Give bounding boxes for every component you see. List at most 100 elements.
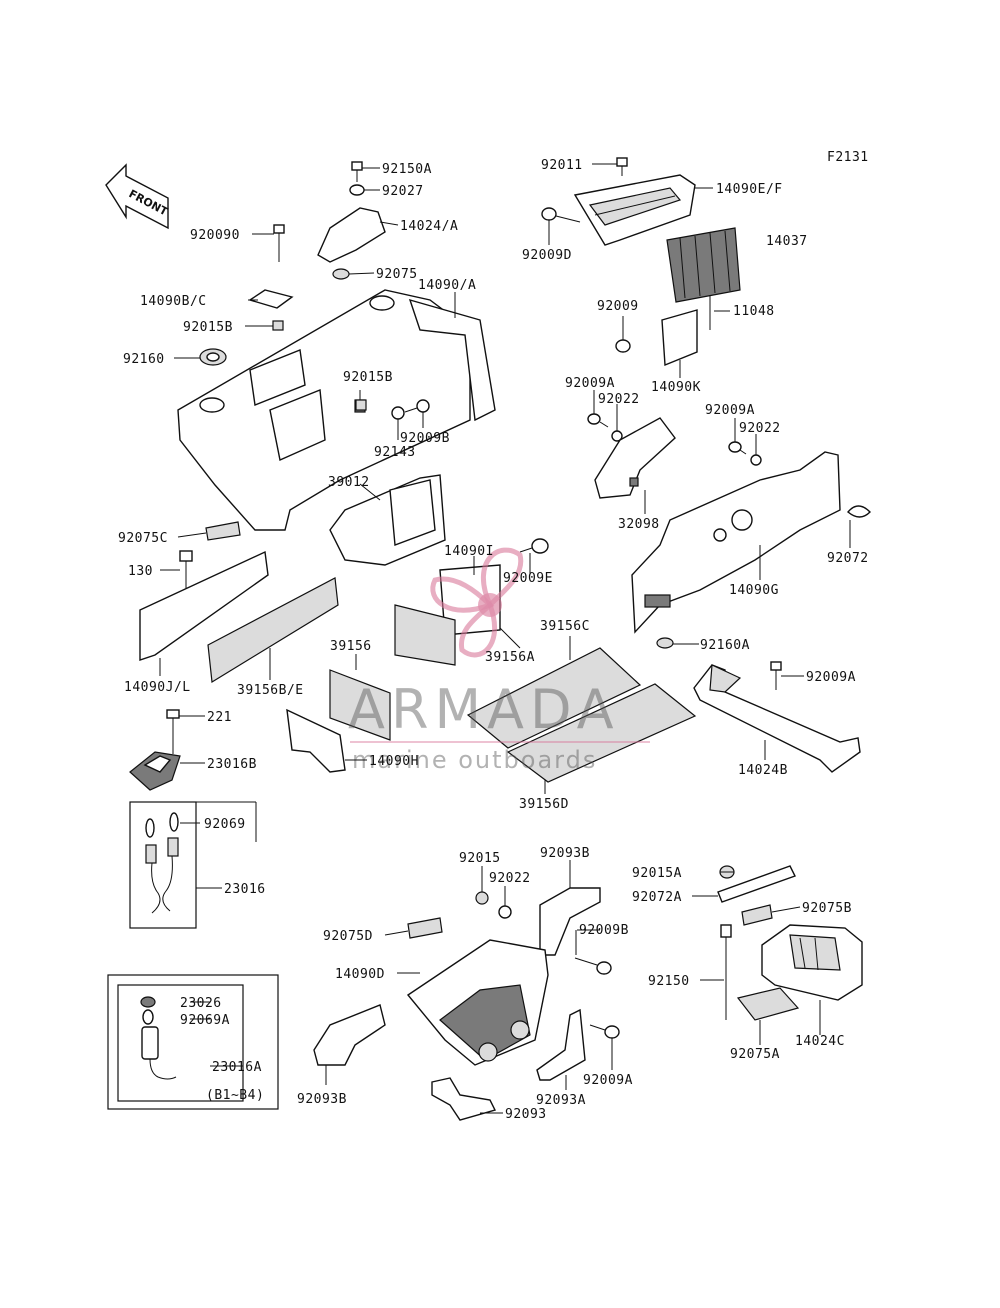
pad-92075B (741, 904, 773, 926)
callout-92009A-1: 92009A (565, 376, 615, 391)
bolt-92009D (541, 207, 581, 223)
callout-92075B: 92075B (802, 901, 852, 916)
callout-92069A: 92069A (180, 1013, 230, 1028)
leader-lines (159, 163, 851, 1114)
callout-14090I: 14090I (444, 544, 494, 559)
callout-14090A: 14090/A (418, 278, 476, 293)
callout-39156BE: 39156B/E (237, 683, 304, 698)
callout-92160: 92160 (123, 352, 165, 367)
watermark: ARMADA marine outboards (348, 547, 650, 774)
callout-920090: 920090 (190, 228, 240, 243)
callout-39156C: 39156C (540, 619, 590, 634)
callout-92075D: 92075D (323, 929, 373, 944)
bolt-92009E (519, 538, 549, 554)
callout-11048: 11048 (733, 304, 775, 319)
callout-92150: 92150 (648, 974, 690, 989)
bolt-92150A (351, 161, 363, 182)
nut-92015B-lower (355, 399, 367, 411)
bracket-32098 (594, 417, 676, 499)
panel-14090H (286, 708, 346, 773)
pad-39156D (506, 683, 697, 783)
plate-14090K (661, 309, 698, 367)
duct-39012 (329, 474, 446, 566)
bolt-130 (179, 550, 193, 590)
box-23016A (107, 974, 279, 1110)
callout-23016: 23016 (224, 882, 266, 897)
callout-92022-2: 92022 (739, 421, 781, 436)
bracket-14024A (317, 207, 386, 263)
callout-92093: 92093 (505, 1107, 547, 1122)
bolt-92009-k (615, 339, 631, 353)
bracket-14024B (693, 664, 861, 773)
watermark-brand: ARMADA (348, 678, 620, 741)
callout-23016B: 23016B (207, 757, 257, 772)
callout-23026: 23026 (180, 996, 222, 1011)
pad-92075C (205, 521, 241, 541)
callout-92075C: 92075C (118, 531, 168, 546)
callout-92009A-2: 92009A (705, 403, 755, 418)
grommet-92160A (656, 637, 674, 649)
panel-14090G (631, 451, 841, 634)
bracket-92093A (536, 1008, 586, 1081)
callout-labels: 92150A 92027 14024/A 92075 14090/A 92009… (118, 158, 869, 1122)
bolt-92009B-lower (574, 957, 612, 975)
bolt-92009A-b (728, 441, 747, 455)
bolt-92009B-upper (404, 399, 430, 413)
callout-14090JL: 14090J/L (124, 680, 191, 695)
callout-39156D: 39156D (519, 797, 569, 812)
callout-92150A: 92150A (382, 162, 432, 177)
callout-92072: 92072 (827, 551, 869, 566)
callout-92075A: 92075A (730, 1047, 780, 1062)
callout-14037: 14037 (766, 234, 808, 249)
callout-14090EF: 14090E/F (716, 182, 783, 197)
callout-14024A: 14024/A (400, 219, 458, 234)
washer-92027 (349, 184, 365, 196)
callout-92009D: 92009D (522, 248, 572, 263)
callout-92143: 92143 (374, 445, 416, 460)
bolt-92011 (616, 157, 628, 176)
callout-92015B-upper: 92015B (183, 320, 233, 335)
regulator-14024C (761, 924, 863, 1001)
callout-92015A: 92015A (632, 866, 682, 881)
callout-92069: 92069 (204, 817, 246, 832)
clamp-92072 (847, 505, 871, 518)
pad-39156A (394, 604, 456, 666)
callout-32098: 32098 (618, 517, 660, 532)
callout-39156A: 39156A (485, 650, 535, 665)
bolt-920090 (273, 224, 285, 262)
callout-B1-B4: (B1~B4) (206, 1088, 264, 1103)
tray-14090D (406, 939, 549, 1066)
callout-92009: 92009 (597, 299, 639, 314)
front-direction-arrow: FRONT (105, 163, 170, 230)
screw-221 (166, 709, 180, 734)
callout-92093A: 92093A (536, 1093, 586, 1108)
bolt-92150 (720, 924, 732, 1020)
callout-92022-3: 92022 (489, 871, 531, 886)
callout-92009A-4: 92009A (583, 1073, 633, 1088)
pad-92075A (736, 987, 800, 1021)
filter-14037 (666, 227, 741, 303)
callout-92093B-upper: 92093B (540, 846, 590, 861)
switch-23016B (129, 751, 181, 791)
nut-92075 (332, 268, 350, 280)
pad-92075D (407, 917, 443, 939)
callout-14090K: 14090K (651, 380, 701, 395)
callout-92072A: 92072A (632, 890, 682, 905)
callout-14024C: 14024C (795, 1034, 845, 1049)
bolt-92009A-a (587, 413, 609, 428)
watermark-tagline: marine outboards (352, 746, 597, 774)
callout-92009A-3: 92009A (806, 670, 856, 685)
panel-14090JL (139, 550, 269, 661)
callout-39156: 39156 (330, 639, 372, 654)
callout-130: 130 (128, 564, 153, 579)
bolt-92009A-d (589, 1024, 620, 1039)
pad-39156 (329, 669, 391, 741)
callout-92009B-lower: 92009B (579, 923, 629, 938)
bracket-92093B-lower (313, 1004, 386, 1066)
callout-14090D: 14090D (335, 967, 385, 982)
frame-14090A (177, 289, 496, 531)
strap-92072A (717, 865, 796, 903)
washer-92022-b (750, 454, 762, 466)
pad-39156BE (207, 577, 339, 684)
